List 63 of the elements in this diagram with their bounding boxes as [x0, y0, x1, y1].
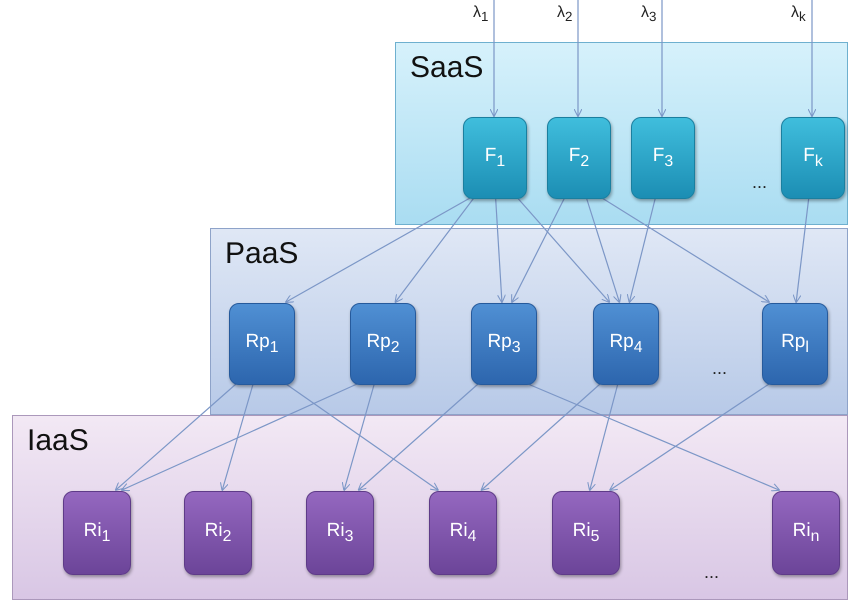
- arrow: [511, 198, 566, 304]
- resource-box: [781, 117, 845, 199]
- resource-box: [350, 303, 416, 385]
- resource-box: [306, 491, 374, 575]
- layer-title: SaaS: [410, 51, 484, 85]
- arrow: [284, 197, 470, 303]
- arrow: [602, 198, 770, 303]
- node-label: Rp$_{l}$: [781, 331, 809, 357]
- resource-box: [631, 117, 695, 199]
- node-label: Rp$_{1}$: [245, 331, 279, 357]
- resource-box: [463, 117, 527, 199]
- resource-box: [772, 491, 840, 575]
- resource-box: [547, 117, 611, 199]
- arrow: [342, 384, 375, 492]
- node-label: Ri$_{5}$: [572, 520, 600, 546]
- node-label: Ri$_{2}$: [204, 520, 232, 546]
- arrow: [608, 384, 770, 491]
- arrow: [394, 198, 474, 304]
- arrow: [480, 384, 600, 492]
- resource-box: [471, 303, 537, 385]
- edge-label: λ$_{3}$: [640, 4, 658, 24]
- arrow: [489, 0, 499, 118]
- arrow: [792, 198, 810, 304]
- layer-panel: [395, 42, 848, 225]
- resource-box: [184, 491, 252, 575]
- arrow: [220, 384, 254, 492]
- arrow: [587, 384, 618, 492]
- arrow: [626, 198, 656, 304]
- arrow: [586, 198, 622, 304]
- resource-box: [593, 303, 659, 385]
- node-label: F$_{1}$: [484, 145, 506, 171]
- node-label: Ri$_{n}$: [792, 520, 820, 546]
- resource-box: [552, 491, 620, 575]
- node-label: Rp$_{3}$: [487, 331, 521, 357]
- arrow: [573, 0, 583, 118]
- layer-panel: [12, 415, 848, 600]
- arrow: [528, 383, 780, 492]
- arrow: [120, 383, 358, 492]
- ellipsis: ...: [752, 172, 768, 193]
- node-label: F$_{3}$: [652, 145, 674, 171]
- layer-title: IaaS: [27, 424, 89, 458]
- resource-box: [63, 491, 131, 575]
- node-label: F$_{2}$: [568, 145, 590, 171]
- node-label: Rp$_{4}$: [609, 331, 643, 357]
- arrow: [495, 198, 506, 304]
- node-label: Ri$_{1}$: [84, 520, 110, 546]
- node-label: Ri$_{4}$: [450, 520, 476, 546]
- resource-box: [429, 491, 497, 575]
- ellipsis: ...: [704, 562, 720, 583]
- arrow: [358, 384, 478, 492]
- ellipsis: ...: [712, 358, 728, 379]
- layer-title: PaaS: [225, 237, 298, 271]
- resource-box: [762, 303, 828, 385]
- arrow: [286, 384, 440, 491]
- arrow: [114, 384, 236, 492]
- resource-box: [229, 303, 295, 385]
- node-label: Ri$_{3}$: [326, 520, 354, 546]
- layer-panel: [210, 228, 848, 415]
- arrow: [517, 198, 610, 304]
- node-label: F$_{k}$: [803, 145, 823, 171]
- node-label: Rp$_{2}$: [366, 331, 400, 357]
- arrow: [657, 0, 667, 118]
- arrow: [807, 0, 817, 118]
